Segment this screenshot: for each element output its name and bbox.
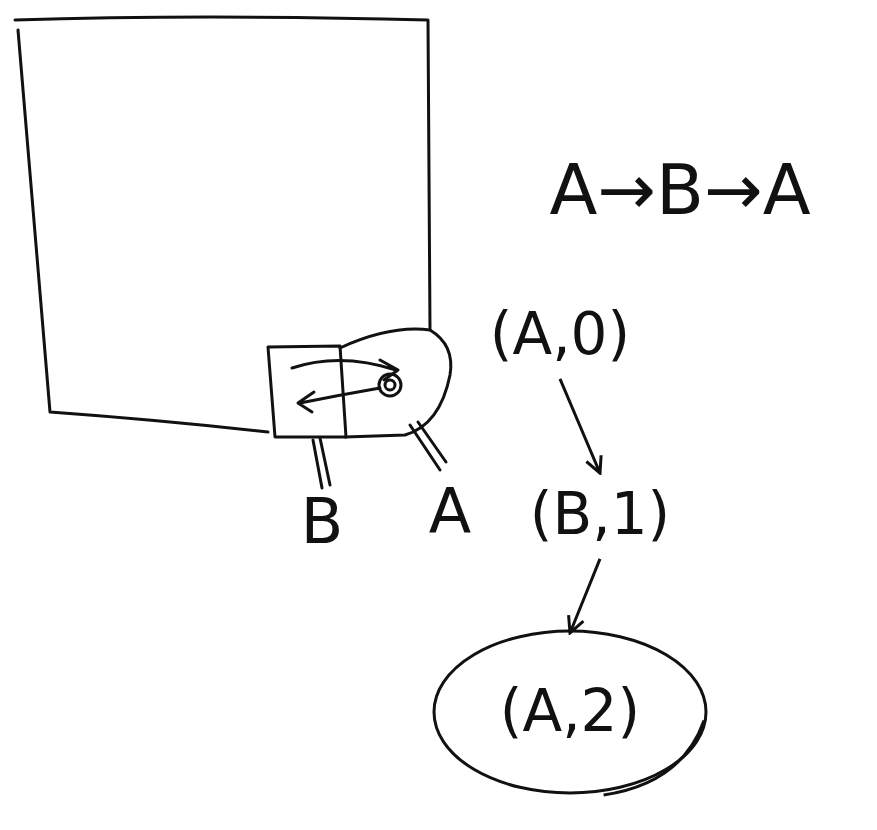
- housing-outline: [15, 17, 430, 432]
- state-label: (A,0): [490, 303, 630, 367]
- circled-state: (A,2): [430, 627, 710, 797]
- blob-outline: [434, 631, 706, 793]
- sequence-note: A→B→A: [549, 152, 810, 229]
- rotation-arrow: [298, 388, 380, 412]
- flow-arrow: [560, 379, 600, 473]
- state-text: (B,1): [520, 477, 680, 553]
- part-label: B: [301, 488, 344, 556]
- state-label: (A,2): [500, 680, 640, 744]
- leader-line: [313, 438, 330, 488]
- rotation-arrow: [292, 360, 398, 380]
- flow-arrow: [570, 559, 600, 633]
- part-label: A: [429, 478, 471, 546]
- state-label: (B,1): [530, 483, 670, 547]
- pivot-inner: [385, 380, 395, 390]
- lobe-outline: [340, 329, 451, 437]
- leader-line: [410, 422, 446, 470]
- state-text: (A,0): [480, 297, 640, 373]
